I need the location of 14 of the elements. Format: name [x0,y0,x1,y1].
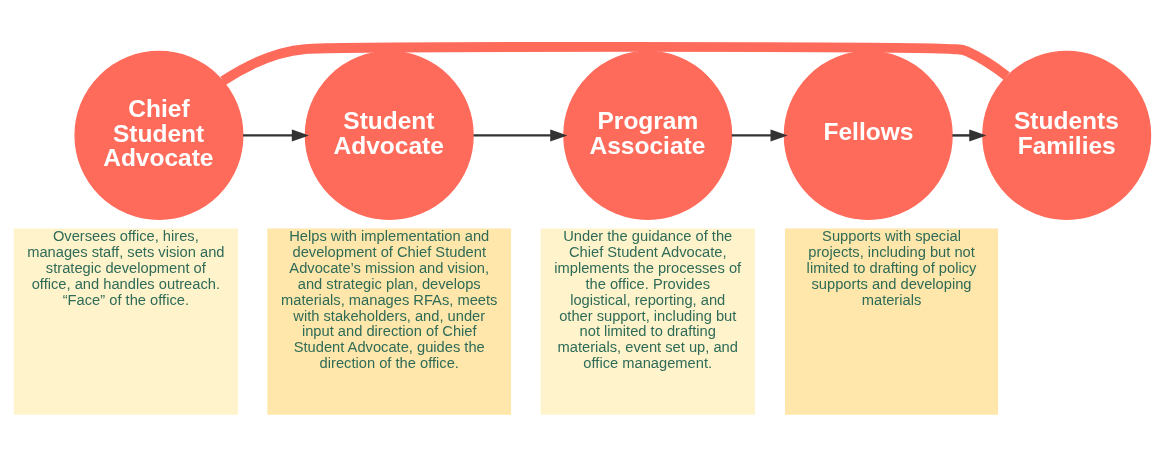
node-circle: Program Associate [563,50,733,220]
node-circle: Fellows [783,50,953,220]
node-circle: Students Families [982,50,1152,220]
arrow [473,128,568,141]
arrow [952,128,987,141]
node-label: Supports with special projects, including but not limited to drafting of policy supports and developing materials [806,227,977,308]
arrow [243,128,309,141]
node-circle: Student Advocate [304,50,474,220]
node-label: Oversees office, hires, manages staff, sets vision and strategic development of office, and handles outreach. “Face” of the office. [27,227,225,308]
node-label: Helps with implementation and development of Chief Student Advocate’s mission and vision, and strategic plan, develops materials, manages RFAs, meets with stakeholders, and, under input and direction of Chief Student Advocate, guides the direction of the office. [281,227,498,371]
connector [220,41,1010,85]
node-label: Under the guidance of the Chief Student Advocate, implements the processes of the office. Provides logistical, reporting, and other support, including but not limited to drafting materials, event set up, and office management. [554,227,742,371]
node-circle: Chief Student Advocate [74,50,244,220]
arrow [731,128,788,141]
